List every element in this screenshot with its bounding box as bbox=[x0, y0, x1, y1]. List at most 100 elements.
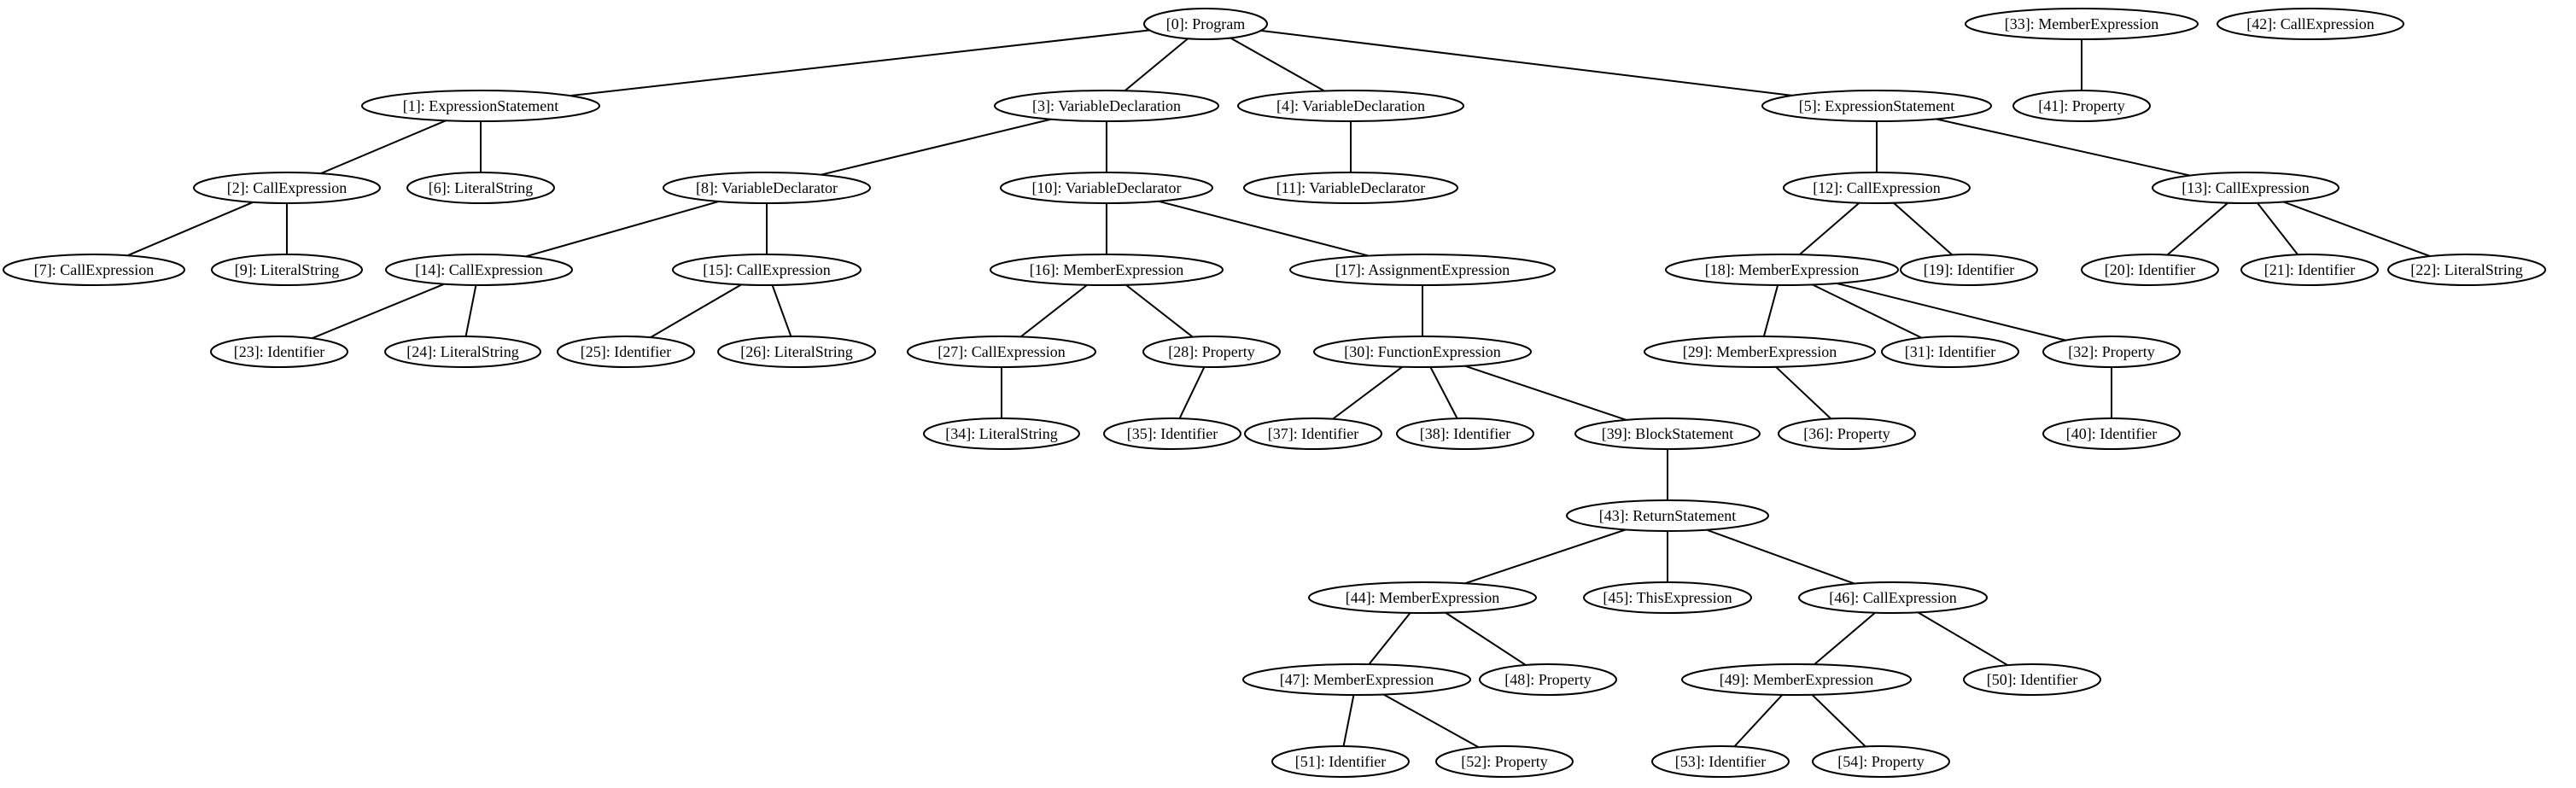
node-label: [54]: Property bbox=[1837, 753, 1924, 770]
node-46: [46]: CallExpression bbox=[1798, 581, 1988, 614]
edge-line bbox=[1464, 528, 1627, 585]
node-35: [35]: Identifier bbox=[1103, 417, 1241, 450]
node-label: [22]: LiteralString bbox=[2410, 261, 2522, 278]
node-label: [53]: Identifier bbox=[1675, 753, 1766, 770]
edge-10-17 bbox=[1158, 200, 1369, 257]
node-18: [18]: MemberExpression bbox=[1665, 254, 1899, 286]
node-label: [34]: LiteralString bbox=[945, 425, 1057, 442]
node-ellipse bbox=[1778, 417, 1916, 450]
node-ellipse bbox=[994, 90, 1219, 122]
node-label: [23]: Identifier bbox=[234, 343, 324, 360]
node-label: [29]: MemberExpression bbox=[1683, 343, 1837, 360]
node-ellipse bbox=[1681, 663, 1912, 696]
edge-15-26 bbox=[771, 284, 792, 337]
edge-line bbox=[1125, 283, 1194, 338]
edge-18-29 bbox=[1762, 284, 1779, 337]
node-ellipse bbox=[2042, 336, 2181, 368]
edge-30-39 bbox=[1464, 365, 1627, 421]
edge-line bbox=[1917, 611, 2008, 667]
edge-line bbox=[821, 118, 1052, 176]
node-53: [53]: Identifier bbox=[1651, 745, 1790, 778]
node-ellipse bbox=[385, 254, 573, 286]
node-label: [24]: LiteralString bbox=[406, 343, 518, 360]
edge-line bbox=[1342, 694, 1355, 747]
edge-44-48 bbox=[1445, 611, 1527, 666]
node-ellipse bbox=[1313, 336, 1532, 368]
edge-line bbox=[1230, 37, 1325, 92]
node-49: [49]: MemberExpression bbox=[1681, 663, 1912, 696]
node-ellipse bbox=[406, 172, 555, 204]
node-9: [9]: LiteralString bbox=[211, 254, 363, 286]
node-ellipse bbox=[1651, 745, 1790, 778]
node-label: [39]: BlockStatement bbox=[1602, 425, 1733, 442]
edge-line bbox=[570, 29, 1150, 97]
node-label: [4]: VariableDeclaration bbox=[1276, 97, 1425, 114]
node-24: [24]: LiteralString bbox=[384, 336, 541, 368]
node-43: [43]: ReturnStatement bbox=[1566, 499, 1769, 532]
edge-49-54 bbox=[1811, 694, 1866, 748]
edge-line bbox=[464, 284, 477, 337]
node-ellipse bbox=[717, 336, 876, 368]
edge-8-14 bbox=[525, 200, 720, 258]
node-ellipse bbox=[1812, 745, 1950, 778]
edge-line bbox=[1775, 366, 1832, 420]
node-3: [3]: VariableDeclaration bbox=[994, 90, 1219, 122]
edge-line bbox=[1429, 366, 1458, 419]
edge-16-28 bbox=[1125, 283, 1194, 338]
node-4: [4]: VariableDeclaration bbox=[1237, 90, 1464, 122]
edge-2-7 bbox=[126, 201, 254, 257]
node-label: [46]: CallExpression bbox=[1829, 589, 1956, 606]
node-label: [3]: VariableDeclaration bbox=[1032, 97, 1181, 114]
node-14: [14]: CallExpression bbox=[385, 254, 573, 286]
node-label: [43]: ReturnStatement bbox=[1599, 507, 1736, 524]
edge-line bbox=[1733, 694, 1784, 748]
node-label: [7]: CallExpression bbox=[34, 261, 154, 278]
node-15: [15]: CallExpression bbox=[672, 254, 862, 286]
node-ellipse bbox=[1665, 254, 1899, 286]
node-label: [42]: CallExpression bbox=[2246, 15, 2374, 32]
node-label: [28]: Property bbox=[1168, 343, 1254, 360]
node-ellipse bbox=[2217, 8, 2404, 40]
node-28: [28]: Property bbox=[1142, 336, 1281, 368]
edge-47-52 bbox=[1383, 693, 1480, 749]
node-ellipse bbox=[1965, 8, 2199, 40]
edge-13-22 bbox=[2283, 201, 2431, 258]
node-ellipse bbox=[1574, 417, 1761, 450]
edge-line bbox=[1936, 118, 2191, 177]
node-ellipse bbox=[907, 336, 1096, 368]
node-label: [11]: VariableDeclarator bbox=[1276, 179, 1425, 196]
node-22: [22]: LiteralString bbox=[2387, 254, 2546, 286]
node-ellipse bbox=[1103, 417, 1241, 450]
node-ellipse bbox=[2042, 417, 2181, 450]
node-label: [36]: Property bbox=[1803, 425, 1890, 442]
edge-12-19 bbox=[1893, 201, 1954, 256]
edge-line bbox=[525, 200, 720, 258]
node-19: [19]: Identifier bbox=[1900, 254, 2038, 286]
node-ellipse bbox=[1798, 581, 1988, 614]
node-ellipse bbox=[1143, 8, 1268, 40]
edge-line bbox=[1814, 611, 1876, 665]
node-40: [40]: Identifier bbox=[2042, 417, 2181, 450]
node-ellipse bbox=[1963, 663, 2101, 696]
node-16: [16]: MemberExpression bbox=[990, 254, 1224, 286]
node-27: [27]: CallExpression bbox=[907, 336, 1096, 368]
node-ellipse bbox=[1644, 336, 1876, 368]
node-ellipse bbox=[1435, 745, 1574, 778]
node-label: [16]: MemberExpression bbox=[1030, 261, 1183, 278]
node-8: [8]: VariableDeclarator bbox=[663, 172, 871, 204]
edge-46-50 bbox=[1917, 611, 2008, 667]
node-0: [0]: Program bbox=[1143, 8, 1268, 40]
edge-29-36 bbox=[1775, 366, 1832, 420]
node-ellipse bbox=[2081, 254, 2219, 286]
edge-46-49 bbox=[1814, 611, 1876, 665]
edge-line bbox=[1445, 611, 1527, 666]
node-label: [5]: ExpressionStatement bbox=[1799, 97, 1954, 114]
edge-line bbox=[1706, 528, 1855, 585]
edge-28-35 bbox=[1178, 366, 1206, 419]
node-label: [38]: Identifier bbox=[1420, 425, 1510, 442]
edge-line bbox=[1812, 283, 1922, 339]
node-ellipse bbox=[1271, 745, 1410, 778]
node-label: [45]: ThisExpression bbox=[1603, 589, 1732, 606]
edge-line bbox=[1019, 283, 1088, 338]
node-42: [42]: CallExpression bbox=[2217, 8, 2404, 40]
